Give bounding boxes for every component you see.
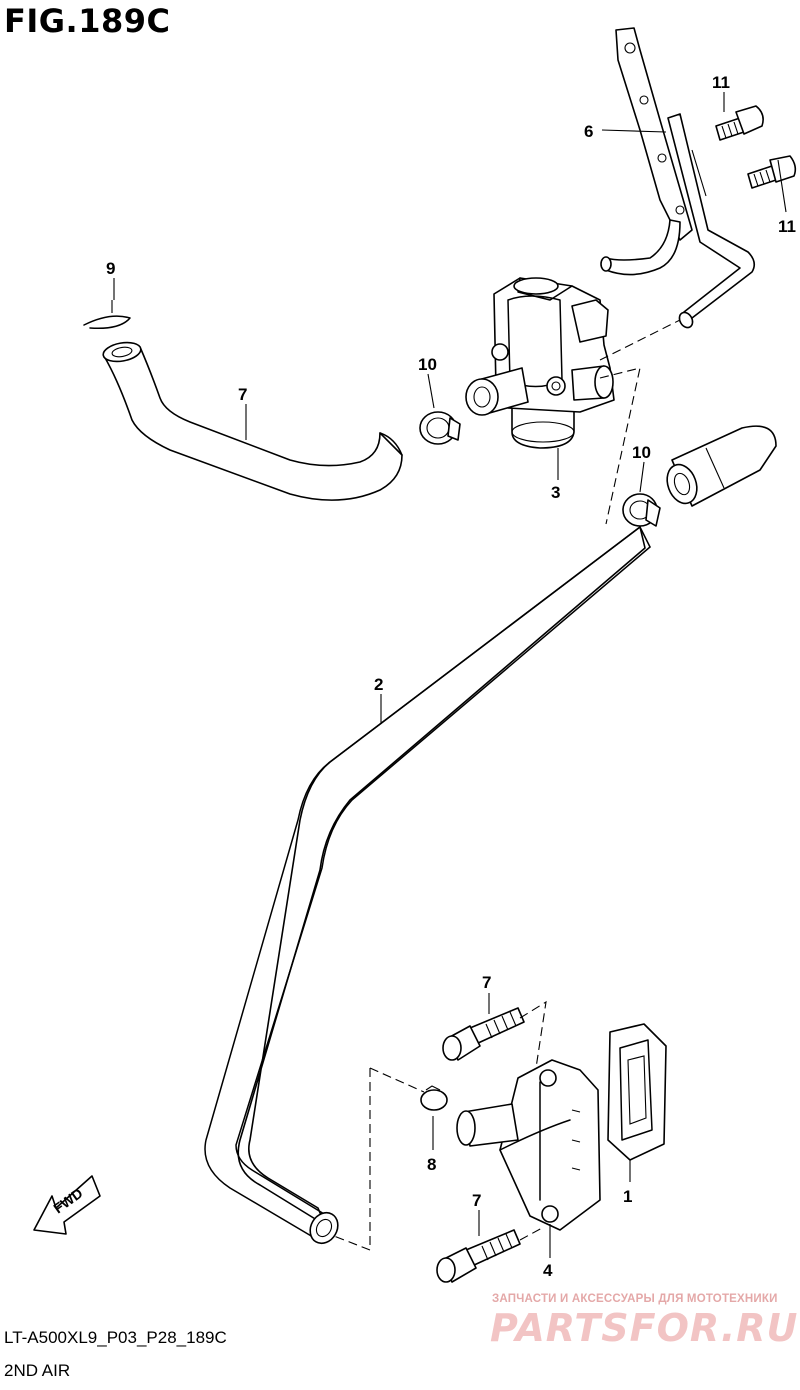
callout-9: 9 [106,259,115,278]
figure-title: FIG.189C [4,2,171,40]
hose-part-6[interactable] [102,340,403,501]
watermark-brand: PARTSFOR.RU [490,1306,799,1350]
clamp-part-10-lower[interactable] [622,493,661,527]
bolt-part-7-upper[interactable] [442,1007,525,1061]
pipe-part-5[interactable] [600,27,756,330]
figure-caption: 2ND AIR [4,1361,71,1380]
callout-5: 6 [584,122,593,141]
bolt-part-11-lower[interactable] [747,155,797,189]
bolt-part-7-lower[interactable] [436,1229,521,1283]
callout-3: 3 [551,483,560,502]
callout-10-lower: 10 [632,443,651,462]
bolt-part-11-upper[interactable] [715,105,764,141]
hose-joint-upper-right[interactable] [662,425,777,507]
watermark-tagline: ЗАПЧАСТИ И АКСЕССУАРЫ ДЛЯ МОТОТЕХНИКИ [492,1293,778,1305]
callout-7-lower: 7 [472,1191,481,1210]
gasket-part-1[interactable] [607,1023,667,1161]
hose-part-2[interactable] [204,526,651,1248]
figure-code: LT-A500XL9_P03_P28_189C [4,1328,227,1347]
callout-11-upper: 11 [712,73,730,92]
callout-1: 1 [623,1187,632,1206]
callout-2: 2 [374,675,383,694]
fwd-arrow-icon: FWD [33,1175,101,1235]
callout-11-lower: 11 [778,217,796,236]
clip-part-8[interactable] [420,1085,448,1111]
valve-part-3[interactable] [465,277,615,449]
cover-part-4[interactable] [456,1059,601,1231]
clamp-part-10-upper[interactable] [419,411,461,445]
leader-lines [113,92,787,1258]
callout-4: 4 [543,1261,553,1280]
callout-8: 8 [427,1155,436,1174]
callout-7-upper: 7 [482,973,491,992]
clip-part-9[interactable] [83,300,131,330]
callout-6: 7 [238,385,247,404]
callout-10-upper: 10 [418,355,437,374]
